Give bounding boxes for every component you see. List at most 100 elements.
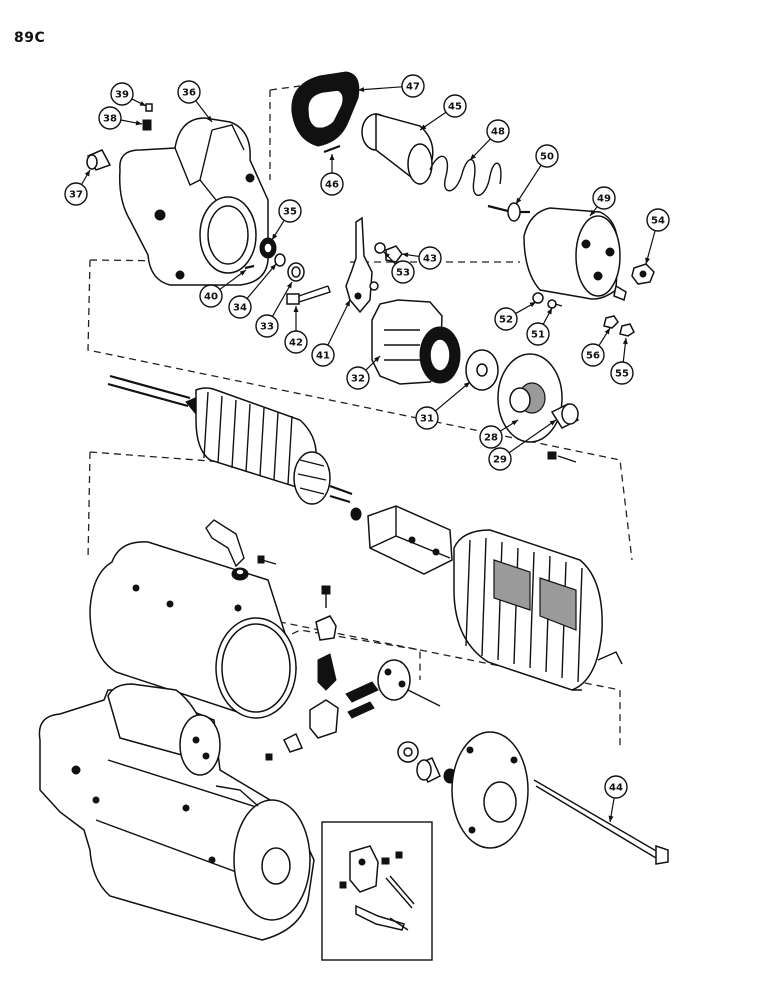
small-nut-56: [603, 315, 619, 329]
callout-34: 34: [228, 263, 277, 319]
thrust-washer: [465, 349, 499, 391]
callout-circle: [646, 208, 670, 232]
callout-circle: [228, 295, 252, 319]
callout-number: 37: [69, 190, 83, 201]
small-screw: [145, 103, 153, 112]
callout-53: 53: [383, 251, 415, 284]
terminal-nut-frame: [231, 567, 249, 581]
callout-leader: [508, 419, 557, 454]
callout-52: 52: [494, 301, 537, 331]
callout-circle: [320, 172, 344, 196]
terminal-nut: [631, 263, 655, 285]
callout-circle: [535, 144, 559, 168]
callout-number: 54: [651, 216, 665, 227]
callout-arrowhead: [549, 420, 556, 426]
commutator-washer: [350, 507, 362, 521]
callout-arrowhead: [206, 115, 212, 122]
callout-number: 31: [420, 414, 434, 425]
pivot-bolt: [286, 285, 331, 305]
callout-leader: [271, 281, 293, 317]
solenoid-washer: [532, 292, 544, 304]
callout-number: 55: [615, 369, 629, 380]
callout-arrowhead: [84, 170, 90, 177]
solenoid-screw: [547, 299, 563, 309]
callout-51: 51: [526, 307, 553, 346]
gasket: [291, 71, 360, 147]
armature: [107, 374, 353, 505]
callout-arrowhead: [373, 356, 380, 363]
callout-number: 53: [396, 268, 410, 279]
callout-48: 48: [469, 119, 510, 161]
callout-29: 29: [488, 419, 557, 471]
callout-arrowhead: [645, 257, 650, 264]
callout-circle: [415, 406, 439, 430]
washers: [274, 253, 305, 282]
seal: [259, 237, 277, 259]
center-bushing: [550, 403, 580, 429]
callout-leader: [515, 164, 542, 205]
end-bushing: [416, 757, 441, 783]
callout-circle: [255, 314, 279, 338]
callout-number: 36: [182, 88, 196, 99]
callout-arrowhead: [329, 154, 335, 160]
callout-arrowhead: [529, 302, 536, 308]
callout-40: 40: [199, 269, 247, 308]
callout-number: 52: [499, 315, 513, 326]
shift-lever: [345, 216, 379, 314]
callout-arrowhead: [604, 328, 610, 335]
callout-number: 35: [283, 207, 297, 218]
callout-circle: [64, 182, 88, 206]
terminal-strap: [205, 519, 277, 568]
callout-circle: [443, 94, 467, 118]
bushing: [86, 149, 112, 171]
callout-group: 2829313233343536373839404142434445464748…: [64, 74, 670, 823]
callout-33: 33: [255, 281, 293, 338]
callout-circle: [610, 361, 634, 385]
callout-arrowhead: [286, 282, 292, 289]
callout-arrowhead: [420, 124, 427, 130]
callout-56: 56: [581, 327, 611, 367]
callout-31: 31: [415, 381, 471, 430]
callout-circle: [488, 447, 512, 471]
callout-arrowhead: [270, 264, 276, 271]
insulator-block: [367, 505, 453, 575]
drive-assembly: [371, 299, 461, 385]
brush-holder: [309, 681, 379, 739]
page-code: 89C: [14, 30, 46, 46]
contact-disc: [487, 202, 530, 222]
callout-circle: [526, 322, 550, 346]
through-bolt: [533, 779, 669, 865]
callout-arrowhead: [546, 308, 552, 315]
callout-circle: [199, 284, 223, 308]
callout-arrowhead: [608, 815, 614, 822]
callout-number: 43: [423, 254, 437, 265]
callout-number: 39: [115, 90, 129, 101]
callout-44: 44: [604, 775, 628, 823]
end-washer: [397, 741, 419, 763]
callout-45: 45: [419, 94, 467, 131]
callout-number: 42: [289, 338, 303, 349]
brush-plate-parts: [377, 659, 441, 707]
frame-screw: [321, 585, 331, 608]
callout-circle: [486, 119, 510, 143]
callout-46: 46: [320, 154, 344, 196]
callout-number: 29: [493, 455, 507, 466]
callout-arrowhead: [139, 101, 146, 106]
callout-leader: [246, 263, 277, 299]
callout-circle: [311, 343, 335, 367]
callout-circle: [391, 260, 415, 284]
assembled-starter: [38, 683, 315, 941]
solenoid-switch: [523, 207, 627, 302]
callout-number: 38: [103, 114, 117, 125]
callout-43: 43: [401, 246, 442, 270]
callout-32: 32: [346, 355, 381, 390]
center-bearing-plate: [497, 353, 563, 443]
callout-circle: [278, 199, 302, 223]
callout-number: 46: [325, 180, 339, 191]
callout-leader: [435, 381, 471, 412]
dashed-group-frame: [87, 451, 621, 750]
callout-42: 42: [284, 306, 308, 354]
callout-arrowhead: [402, 252, 409, 258]
